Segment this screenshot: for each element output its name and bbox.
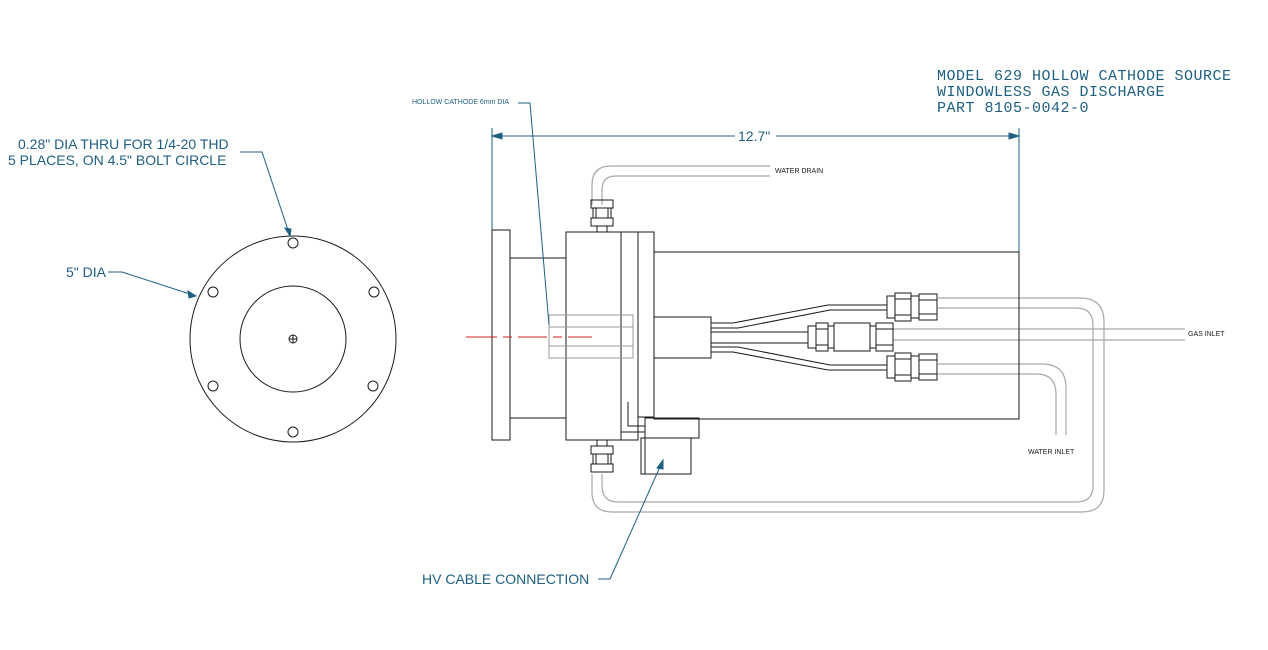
hole-note-leader bbox=[240, 151, 291, 237]
flange-dia-leader bbox=[108, 271, 197, 297]
water-drain-tube bbox=[591, 165, 770, 205]
gas-inlet-label: GAS INLET bbox=[1188, 331, 1225, 338]
tubing bbox=[591, 165, 1185, 513]
gas-feed-wire-top bbox=[711, 304, 887, 324]
gas-feed-wire-bottom bbox=[711, 346, 887, 366]
bolt-hole bbox=[368, 286, 380, 298]
front-view-leaders bbox=[108, 151, 292, 299]
top-water-fitting bbox=[590, 199, 614, 233]
hollow-cathode-channel bbox=[548, 314, 634, 359]
hv-cable-leader bbox=[598, 459, 664, 580]
inner-block bbox=[653, 316, 712, 359]
flange-neck bbox=[509, 257, 567, 419]
bolt-hole bbox=[207, 380, 219, 392]
flange-outer-circle bbox=[189, 235, 397, 443]
hole-note-line-1: 0.28" DIA THRU FOR 1/4-20 THD bbox=[18, 136, 229, 152]
water-return-tube bbox=[591, 297, 1105, 513]
title-line-2: WINDOWLESS GAS DISCHARGE bbox=[937, 84, 1166, 101]
hollow-cathode-leader bbox=[518, 102, 550, 326]
overall-length-dimension bbox=[490, 128, 1021, 252]
water-drain-label: WATER DRAIN bbox=[775, 168, 824, 175]
flange-inner-circle bbox=[239, 285, 347, 393]
hollow-cathode-label: HOLLOW CATHODE 6mm DIA bbox=[412, 99, 510, 106]
hv-connector bbox=[620, 402, 700, 475]
water-inlet-tube bbox=[938, 363, 1067, 435]
mounting-flange bbox=[491, 229, 511, 441]
bottom-water-fitting bbox=[590, 439, 614, 473]
bolt-hole bbox=[287, 426, 299, 438]
title-line-3: PART 8105-0042-0 bbox=[937, 100, 1090, 117]
body-flange bbox=[637, 231, 655, 418]
housing-plate bbox=[620, 231, 639, 441]
bolt-hole bbox=[287, 237, 299, 249]
upper-tube-fitting bbox=[886, 292, 938, 322]
overall-length-label: 12.7" bbox=[738, 128, 771, 144]
gas-inlet-fitting bbox=[807, 322, 894, 352]
hole-note-line-2: 5 PLACES, ON 4.5" BOLT CIRCLE bbox=[8, 152, 227, 168]
flange-front-view bbox=[189, 235, 397, 443]
flange-dia-label: 5" DIA bbox=[66, 264, 106, 280]
bolt-hole bbox=[207, 286, 219, 298]
lower-tube-fitting bbox=[886, 352, 938, 382]
bolt-hole bbox=[367, 380, 379, 392]
water-inlet-label: WATER INLET bbox=[1028, 449, 1075, 456]
hv-cable-label: HV CABLE CONNECTION bbox=[422, 571, 590, 587]
side-view-leaders bbox=[518, 102, 664, 580]
title-line-1: MODEL 629 HOLLOW CATHODE SOURCE bbox=[937, 68, 1232, 85]
main-body bbox=[653, 251, 1020, 420]
cathode-housing bbox=[565, 231, 639, 441]
side-view bbox=[491, 199, 1020, 475]
